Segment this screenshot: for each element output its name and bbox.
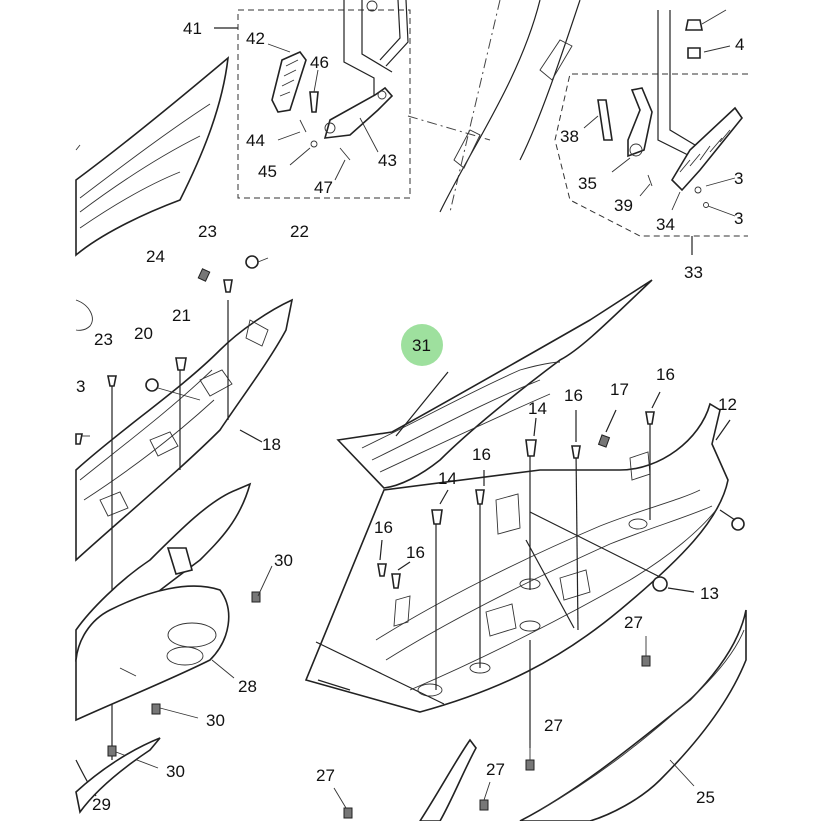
callout-38: 38	[560, 127, 579, 146]
callout-39: 39	[614, 196, 633, 215]
cover-28	[75, 482, 273, 814]
callout-41: 41	[183, 19, 202, 38]
callout-12: 12	[718, 395, 737, 414]
callout-42: 42	[246, 29, 265, 48]
callout-16-d: 16	[374, 518, 393, 537]
floorboard	[304, 391, 745, 748]
highlight-marker	[401, 324, 443, 366]
callout-14-a: 14	[528, 399, 547, 418]
callout-30-a: 30	[274, 551, 293, 570]
callout-27-c: 27	[486, 760, 505, 779]
side-panel-31	[336, 279, 653, 489]
callout-31: 31	[412, 336, 431, 355]
footrest-assembly-left	[214, 0, 411, 199]
callout-16-b: 16	[656, 365, 675, 384]
lower-cover-25	[333, 609, 747, 821]
callout-28: 28	[238, 677, 257, 696]
callout-14-b: 14	[438, 469, 457, 488]
callout-21: 21	[172, 306, 191, 325]
frame-reference-lines	[407, 0, 581, 213]
side-cover-upper-left	[75, 56, 230, 257]
callout-3-edge-b: 3	[734, 209, 743, 228]
callout-43: 43	[378, 151, 397, 170]
callout-16-a: 16	[564, 386, 583, 405]
callout-labels: 41 42 46 44 45 43 47 4 38 35 39 34 3 3 3…	[76, 19, 744, 814]
callout-47: 47	[314, 178, 333, 197]
callout-3-edge-a: 3	[734, 169, 743, 188]
callout-27-a: 27	[624, 613, 643, 632]
callout-44: 44	[246, 131, 265, 150]
callout-30-c: 30	[166, 762, 185, 781]
callout-27-b: 27	[544, 716, 563, 735]
callout-30-b: 30	[206, 711, 225, 730]
inner-panel-left	[75, 255, 294, 760]
callout-13: 13	[700, 584, 719, 603]
callout-4-edge: 4	[735, 35, 744, 54]
callout-20: 20	[134, 324, 153, 343]
callout-24: 24	[146, 247, 165, 266]
callout-25: 25	[696, 788, 715, 807]
callout-45: 45	[258, 162, 277, 181]
callout-33: 33	[684, 263, 703, 282]
callout-3-left: 3	[76, 377, 85, 396]
callout-17: 17	[610, 380, 629, 399]
footrest-assembly-right	[554, 9, 748, 255]
callout-34: 34	[656, 215, 675, 234]
callout-29: 29	[92, 795, 111, 814]
callout-16-c: 16	[472, 445, 491, 464]
callout-18: 18	[262, 435, 281, 454]
callout-22: 22	[290, 222, 309, 241]
callout-23-a: 23	[198, 222, 217, 241]
callout-46: 46	[310, 53, 329, 72]
callout-27-d: 27	[316, 766, 335, 785]
callout-23-b: 23	[94, 330, 113, 349]
callout-16-e: 16	[406, 543, 425, 562]
callout-35: 35	[578, 174, 597, 193]
